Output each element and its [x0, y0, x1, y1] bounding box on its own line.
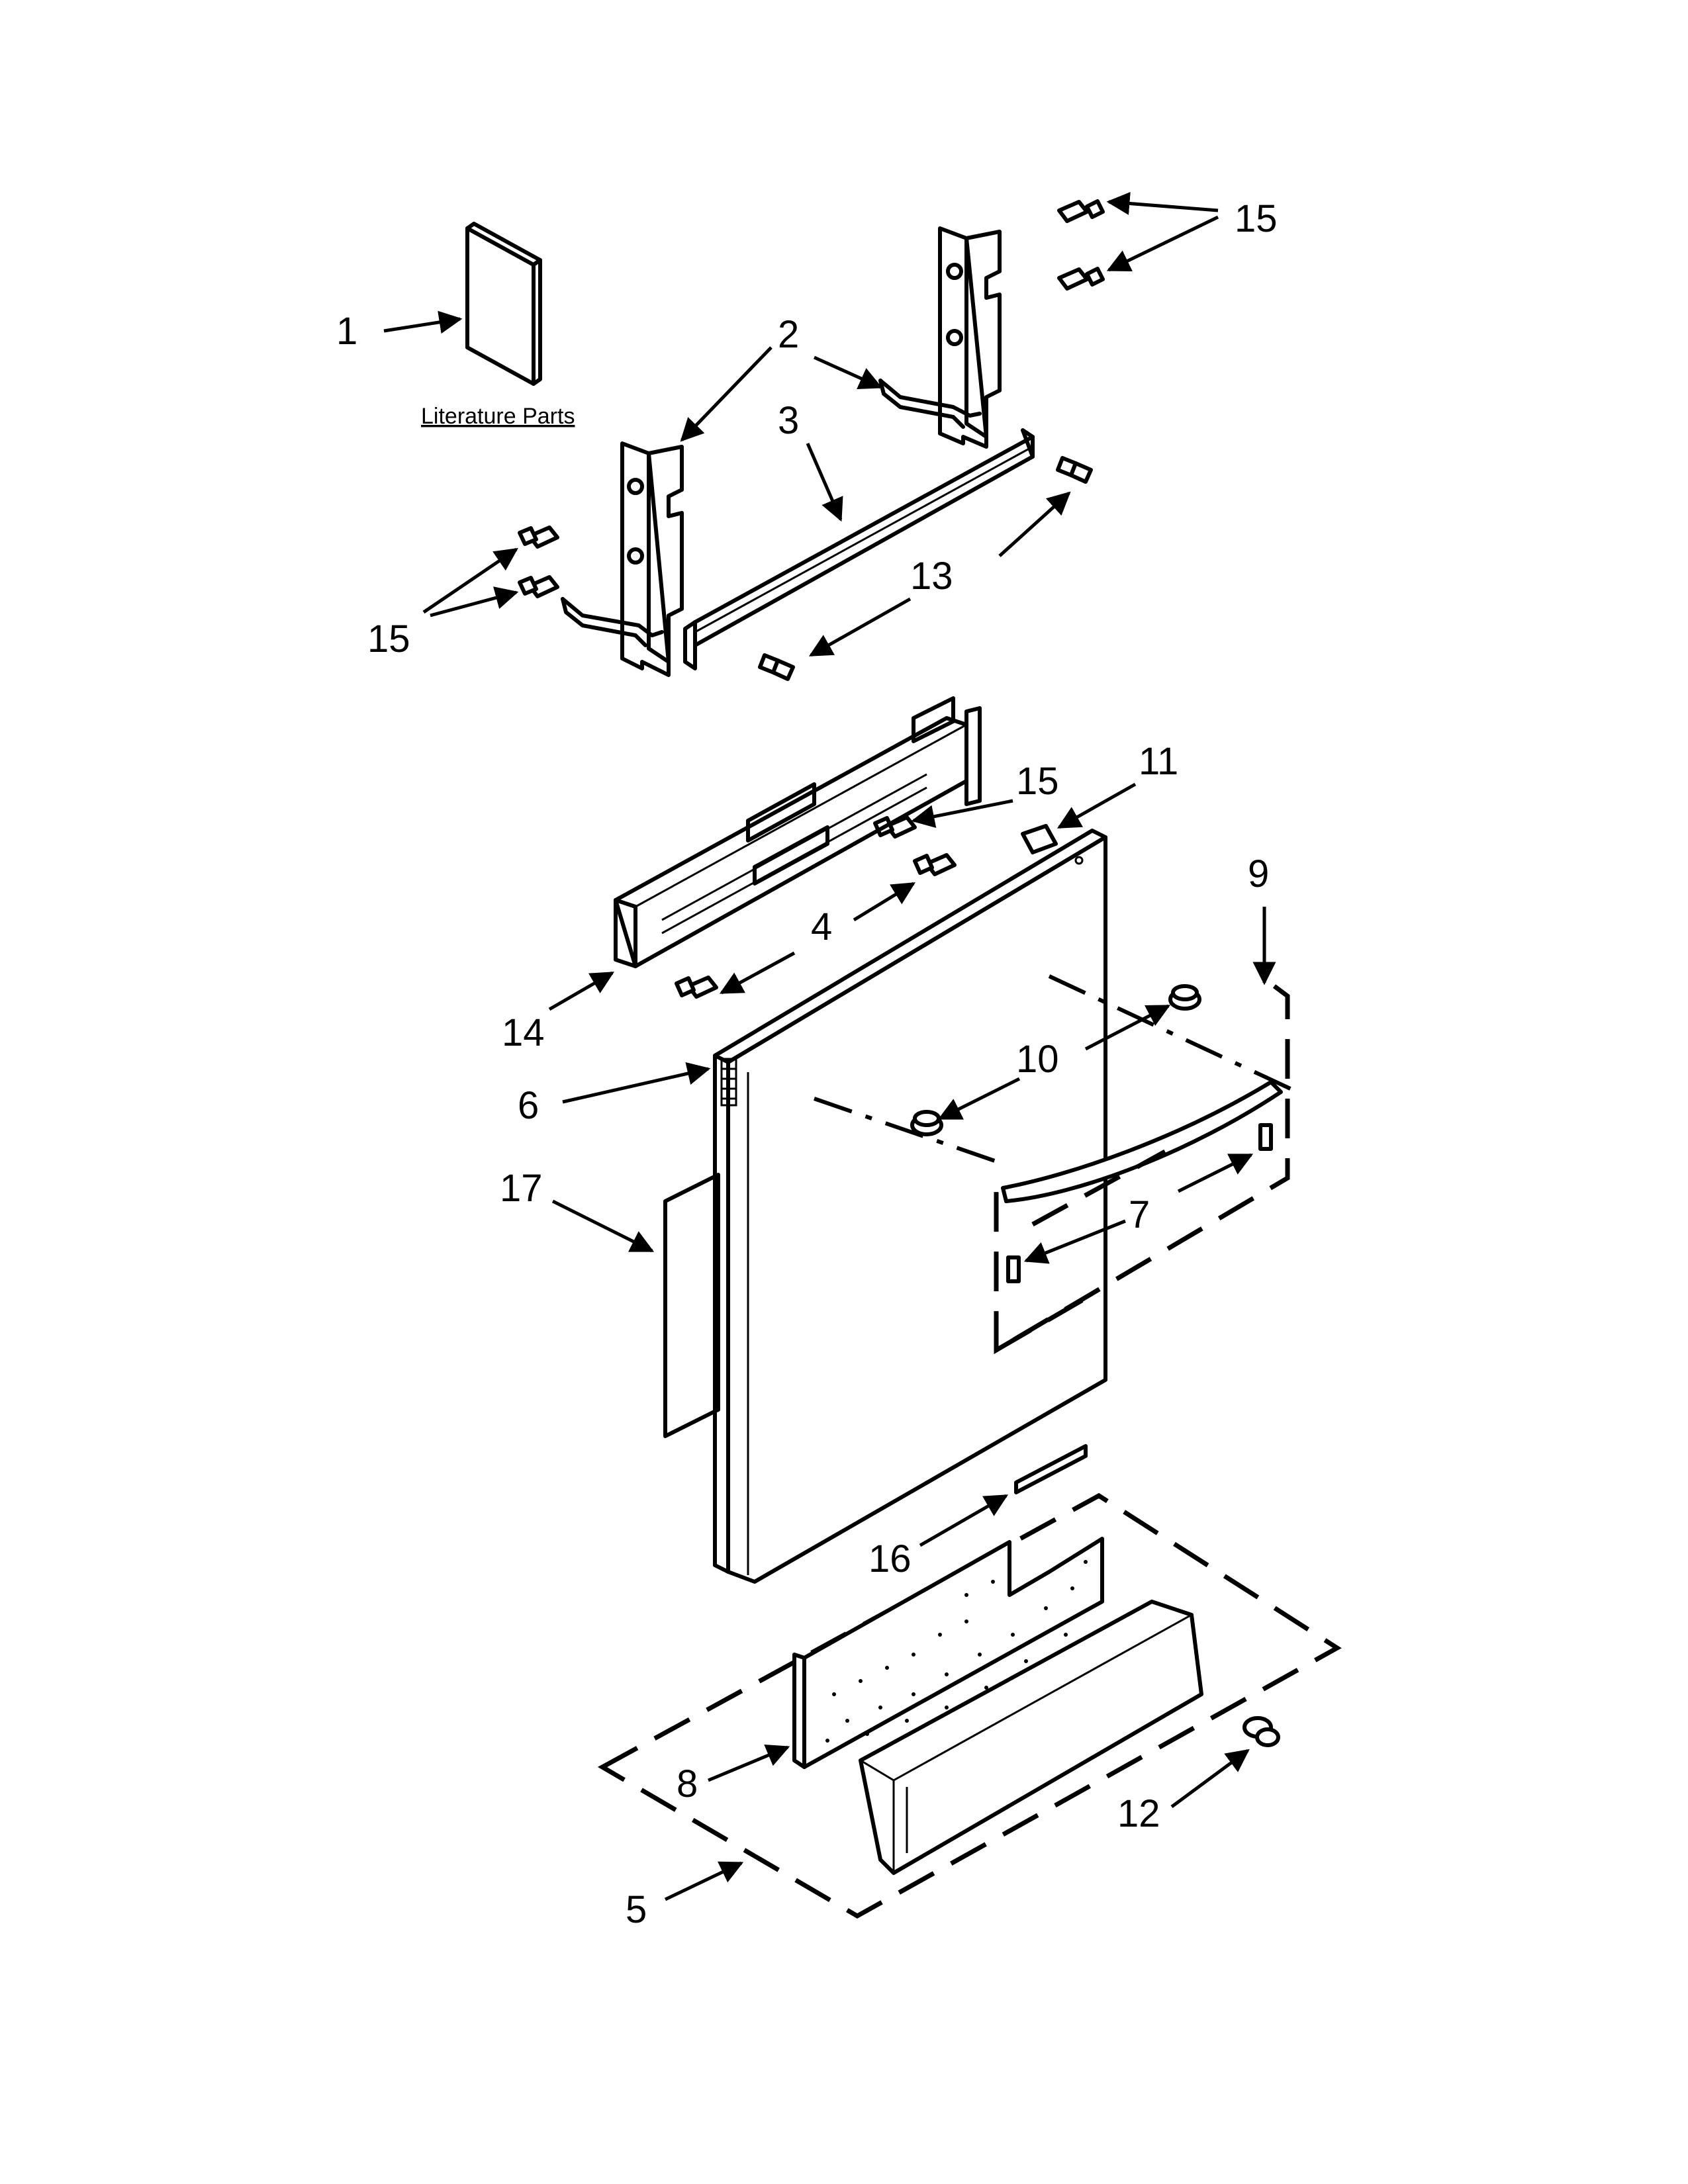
leader-13-right — [998, 491, 1071, 557]
leader-10-left — [937, 1077, 1021, 1120]
leader-15-top-1 — [1106, 192, 1219, 215]
leader-7-right — [1177, 1153, 1254, 1193]
handle-assembly-boundary — [994, 984, 1290, 1355]
screw-panel-left — [675, 976, 718, 999]
callout-2: 2 — [778, 313, 799, 356]
left-mounting-bracket — [561, 441, 684, 677]
door-gasket — [663, 1173, 720, 1438]
leader-5 — [664, 1861, 744, 1901]
leader-4-right — [853, 882, 915, 922]
kick-plate-boundary — [597, 1492, 1342, 1919]
callout-9: 9 — [1248, 852, 1269, 895]
callout-7: 7 — [1129, 1193, 1150, 1236]
callout-15-mid: 15 — [1016, 760, 1059, 803]
leader-8 — [708, 1744, 790, 1782]
handle-screw-right — [1258, 1123, 1273, 1151]
callout-13: 13 — [910, 555, 953, 598]
leader-12 — [1170, 1749, 1250, 1809]
control-console — [614, 696, 982, 968]
leader-10-right — [1084, 1004, 1171, 1051]
screw-left-1 — [518, 525, 559, 549]
mounting-strip — [683, 428, 1035, 670]
leader-1 — [383, 310, 463, 334]
leader-15-mid — [911, 799, 1013, 828]
door-handle — [1001, 1080, 1283, 1203]
leader-15-left-2 — [430, 586, 519, 617]
callout-12: 12 — [1117, 1792, 1160, 1835]
leader-6 — [562, 1062, 711, 1104]
screw-strip-left — [758, 653, 795, 681]
callout-8: 8 — [677, 1762, 698, 1805]
leader-14 — [548, 971, 615, 1011]
leader-3 — [806, 443, 843, 522]
alignment-line-upper — [1048, 974, 1299, 1094]
callout-10: 10 — [1016, 1038, 1059, 1081]
callout-1: 1 — [336, 310, 357, 353]
kick-insulation — [792, 1537, 1104, 1769]
callout-17: 17 — [500, 1167, 543, 1210]
callout-15-top: 15 — [1235, 197, 1278, 240]
screw-top-right-1 — [1057, 199, 1105, 223]
toe-panel — [859, 1600, 1203, 1875]
leader-11 — [1056, 782, 1137, 829]
screw-panel-right — [913, 853, 957, 876]
badge — [1014, 1444, 1088, 1494]
handle-screw-left — [1006, 1255, 1021, 1283]
callout-16: 16 — [868, 1537, 912, 1580]
screw-left-2 — [518, 575, 559, 598]
leader-2-left — [680, 346, 773, 442]
literature-parts-label: Literature Parts — [421, 404, 575, 429]
callout-6: 6 — [518, 1084, 539, 1127]
callout-14: 14 — [502, 1011, 545, 1054]
vent-grille — [720, 1058, 737, 1107]
literature-booklet — [465, 222, 542, 386]
callout-5: 5 — [626, 1888, 647, 1931]
door-clip — [1021, 824, 1058, 854]
door-panel — [713, 829, 1107, 1584]
callout-11: 11 — [1139, 740, 1178, 783]
leader-4-left — [719, 951, 796, 995]
handle-standoff-left — [910, 1110, 943, 1136]
leader-7-left — [1023, 1219, 1126, 1264]
leader-13-left — [808, 597, 912, 657]
leader-15-left-1 — [422, 547, 518, 614]
leader-2-right — [813, 355, 883, 390]
screw-top-right-2 — [1057, 267, 1105, 291]
alignment-line-lower — [814, 1097, 1007, 1167]
right-mounting-bracket — [878, 226, 1002, 449]
leader-17 — [551, 1199, 655, 1253]
leader-15-top-2 — [1106, 215, 1219, 272]
leader-16 — [919, 1494, 1009, 1547]
toe-panel-screw — [1243, 1716, 1280, 1747]
handle-standoff-right — [1168, 984, 1201, 1011]
callout-3: 3 — [778, 399, 799, 442]
callout-15-left: 15 — [367, 617, 410, 660]
screw-strip-right — [1056, 456, 1093, 484]
callout-4: 4 — [811, 905, 832, 948]
